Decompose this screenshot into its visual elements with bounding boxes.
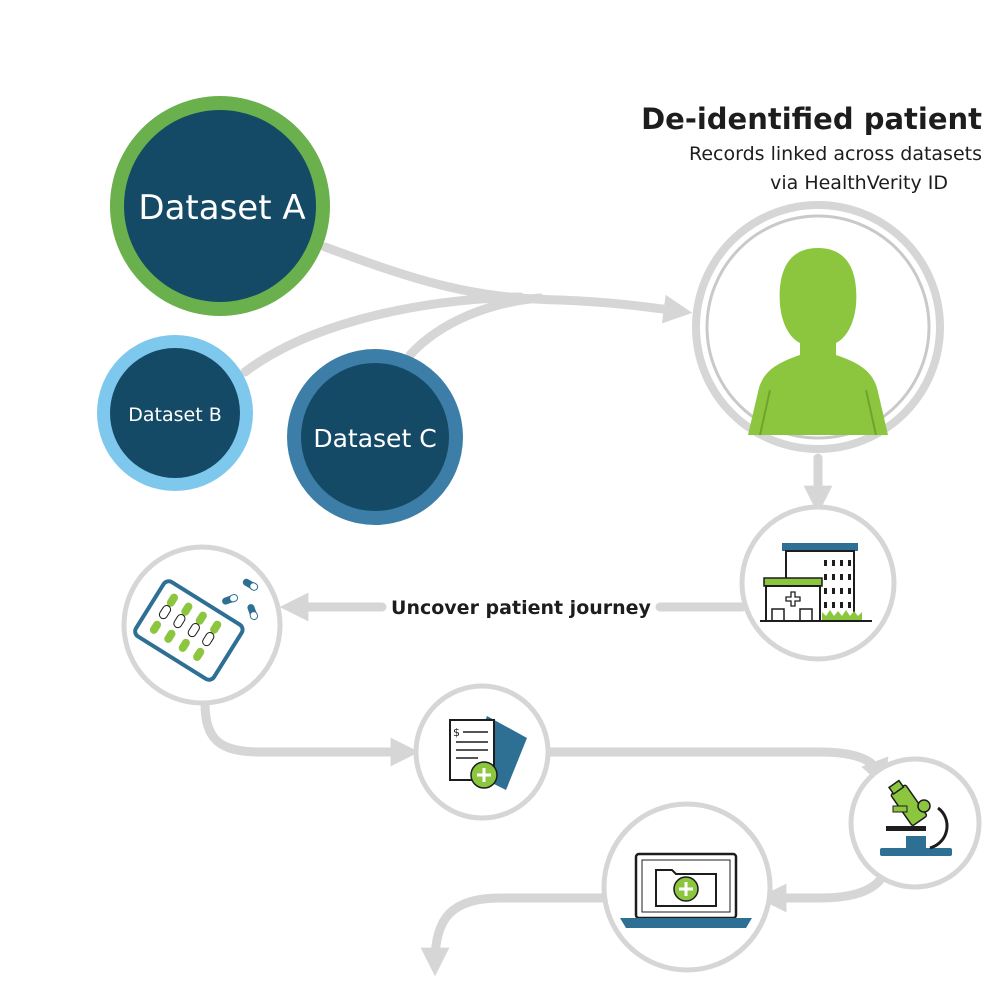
connector-microscope-to-laptop	[757, 875, 885, 913]
patient-silhouette-icon	[748, 248, 888, 436]
dataset-b-node: Dataset B	[97, 335, 253, 491]
connector-dataset-b-to-patient	[240, 292, 525, 377]
loose-capsules	[222, 578, 259, 621]
pill-blister-pack-icon	[133, 579, 245, 682]
dataset-a-node: Dataset A	[110, 96, 330, 316]
microscope-node	[848, 756, 982, 890]
svg-text:$: $	[453, 726, 460, 739]
patient-inner-ring	[705, 214, 931, 440]
connector-laptop-to-next	[420, 893, 607, 977]
dataset-c-label: Dataset C	[313, 424, 436, 453]
connector-bill-to-microscope	[543, 747, 889, 789]
patient-title: De-identified patient	[641, 102, 982, 136]
dataset-a-core	[124, 110, 316, 302]
medical-bill-icon: $	[449, 716, 527, 790]
dataset-b-core	[110, 348, 240, 478]
hospital-node	[739, 504, 897, 662]
microscope-icon	[880, 779, 952, 856]
journey-label: Uncover patient journey	[391, 597, 652, 619]
pills-node	[121, 544, 283, 706]
connectors	[200, 242, 889, 977]
dataset-c-core	[301, 363, 449, 511]
laptop-medical-record-icon	[620, 852, 752, 928]
connector-dataset-c-to-patient	[405, 293, 545, 360]
dataset-c-node: Dataset C	[287, 349, 463, 525]
dataset-b-label: Dataset B	[128, 404, 221, 426]
hospital-building-icon	[760, 543, 872, 622]
bill-node: $	[413, 683, 551, 821]
laptop-node	[601, 801, 773, 973]
patient-node	[692, 201, 944, 453]
patient-header: De-identified patient Records linked acr…	[641, 102, 982, 194]
connector-pills-to-bill	[200, 698, 420, 767]
patient-subtitle-line2: via HealthVerity ID	[770, 172, 948, 194]
dataset-a-label: Dataset A	[138, 188, 305, 228]
patient-subtitle-line1: Records linked across datasets	[689, 143, 982, 165]
